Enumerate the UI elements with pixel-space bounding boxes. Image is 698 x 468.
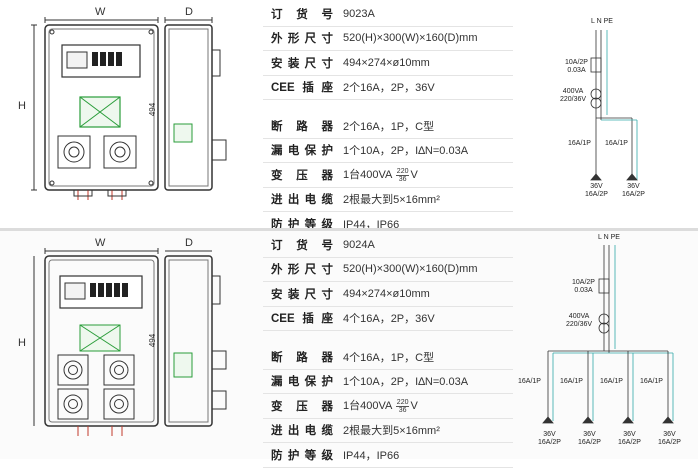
branch-breaker-label-2: 16A/1P (605, 140, 628, 147)
width-label: W (95, 6, 106, 18)
circuit-diagram (590, 30, 638, 181)
circuit-diagram (542, 245, 674, 424)
outlet-label-4: 36V 16A/2P (658, 431, 681, 446)
mount-height-label: 494 (148, 333, 158, 348)
outlet-label-1: 36V 16A/2P (538, 431, 561, 446)
outlet-label-2: 36V 16A/2P (578, 431, 601, 446)
phase-labels: L N PE (591, 18, 613, 25)
branch-breaker-label-1: 16A/1P (518, 378, 541, 385)
outlet-label-2: 36V 16A/2P (622, 183, 645, 198)
side-view-drawing (157, 250, 227, 427)
transformer-label: 400VA 220/36V (560, 88, 587, 103)
depth-label: D (185, 237, 193, 249)
transformer-label: 400VA 220/36V (566, 313, 593, 328)
mount-height-label: 494 (148, 102, 158, 117)
branch-breaker-label-2: 16A/1P (560, 378, 583, 385)
product-drawings (33, 245, 674, 436)
height-label: H (18, 100, 26, 112)
branch-breaker-label-4: 16A/1P (640, 378, 663, 385)
phase-labels: L N PE (598, 234, 620, 241)
branch-breaker-label-1: 16A/1P (568, 140, 591, 147)
front-view-drawing (33, 248, 159, 436)
width-label: W (95, 237, 106, 249)
outlet-label-3: 36V 16A/2P (618, 431, 641, 446)
main-breaker-label: 10A/2P 0.03A (572, 279, 595, 294)
height-label: H (18, 337, 26, 349)
branch-breaker-label-3: 16A/1P (600, 378, 623, 385)
outlet-label-1: 36V 16A/2P (585, 183, 608, 198)
panel-separator (0, 228, 698, 231)
product-drawings (31, 17, 638, 200)
front-view-drawing (31, 17, 159, 200)
main-breaker-label: 10A/2P 0.03A (565, 59, 588, 74)
side-view-drawing (157, 17, 227, 191)
depth-label: D (185, 6, 193, 18)
